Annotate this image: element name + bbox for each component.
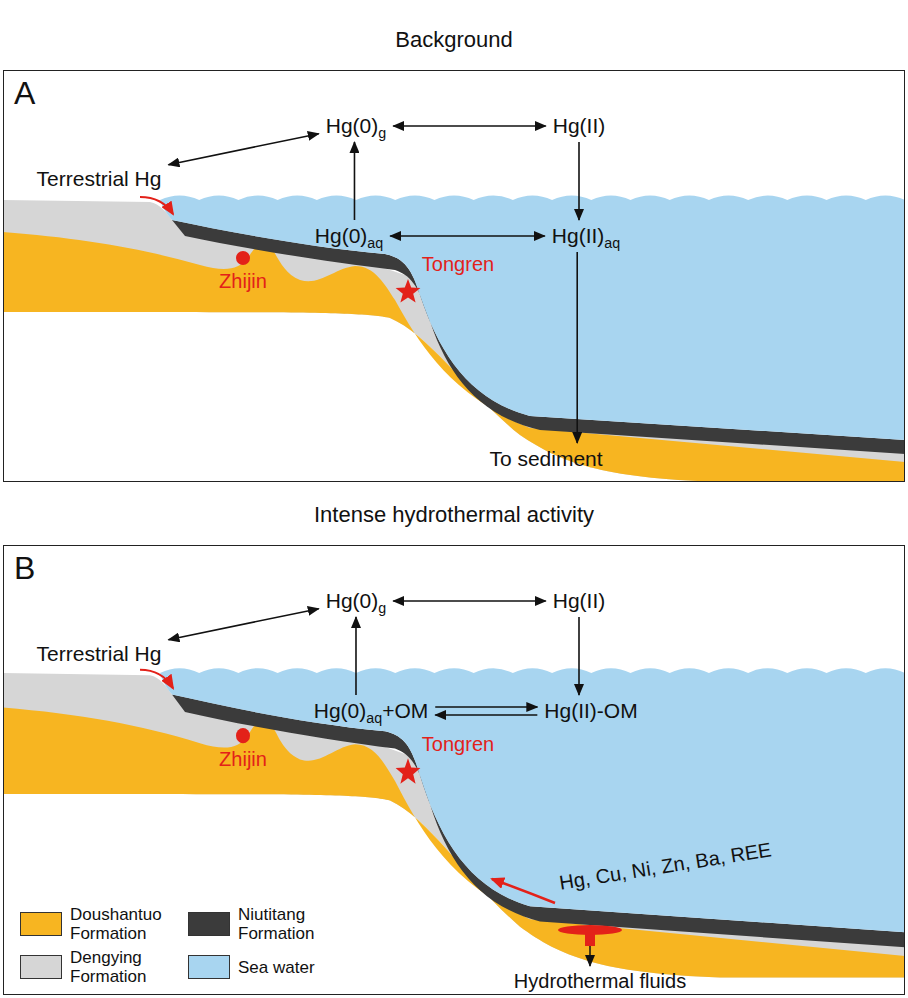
mercury-species-node: To sediment [486, 447, 605, 471]
mercury-species-node: Hg(II) [550, 114, 609, 138]
site-name: Zhijin [219, 270, 267, 292]
site-name: Zhijin [219, 748, 267, 770]
subscript: aq [367, 235, 383, 251]
panel-heading: Intense hydrothermal activity [4, 502, 904, 528]
diagram-panel: BackgroundAHg(0)gHg(II)Terrestrial HgHg(… [3, 70, 905, 482]
legend-swatch [20, 955, 62, 979]
equilibrium-half-arrow [435, 714, 537, 716]
hydrothermal-metal-arrow [492, 879, 555, 903]
connector-arrow [435, 707, 537, 715]
mercury-species-node: Hg(0)g [323, 589, 389, 613]
panel-letter: A [14, 75, 35, 111]
legend-text: Niutitang Formation [238, 905, 358, 943]
panel-letter: B [14, 550, 35, 586]
species-label: Terrestrial Hg [37, 167, 162, 190]
species-label: Hg(II)aq [552, 224, 620, 247]
connector-arrow [168, 134, 318, 165]
panel-a-section [3, 196, 905, 483]
legend-text: Sea water [238, 958, 358, 977]
mercury-species-node: Terrestrial Hg [34, 642, 165, 666]
equilibrium-half-arrow [435, 706, 537, 708]
connector-line [168, 609, 318, 640]
species-label: Hg(II)-OM [544, 699, 637, 722]
legend-text: Doushantuo Formation [70, 905, 190, 943]
species-label: Hg(0)g [326, 114, 386, 137]
connector-arrow [579, 142, 580, 220]
connector-arrow [393, 126, 546, 127]
hydrothermal-vent-stem [585, 930, 595, 946]
connector-line [393, 600, 546, 602]
species-label: Hg(II) [553, 114, 606, 137]
connector-line [390, 235, 545, 237]
site-name: Tongren [422, 253, 494, 275]
element-list: Hg, Cu, Ni, Zn, Ba, REE [557, 838, 772, 893]
connector-line [576, 252, 578, 443]
connector-line [578, 142, 580, 220]
legend-swatch [188, 955, 230, 979]
legend-swatch [188, 912, 230, 936]
connector-arrow [393, 601, 546, 602]
species-label: Hg(0)g [326, 589, 386, 612]
fluid-label: Hydrothermal fluids [514, 970, 686, 992]
subscript: g [378, 125, 386, 141]
subscript: aq [366, 710, 382, 726]
connector-arrow [390, 236, 545, 237]
mercury-species-node: Hg(II)-OM [541, 699, 640, 723]
fluid-arrow [589, 946, 591, 966]
subscript: aq [604, 235, 620, 251]
mercury-species-node: Hg(0)aq [312, 224, 386, 248]
site-name: Tongren [422, 733, 494, 755]
mercury-species-node: Hg(II) [550, 589, 609, 613]
species-label: Hg(II) [553, 589, 606, 612]
connector-line [393, 125, 546, 127]
mercury-species-node: Terrestrial Hg [34, 167, 165, 191]
subscript: g [378, 600, 386, 616]
species-label: Terrestrial Hg [37, 642, 162, 665]
connector-line [168, 134, 318, 165]
panel-b-section [3, 668, 905, 977]
panel-heading: Background [4, 27, 904, 53]
connector-arrow [577, 252, 578, 443]
mercury-species-node: Hg(0)aq+OM [311, 699, 431, 723]
species-label: Hg(0)aq+OM [314, 699, 428, 722]
connector-arrow [354, 142, 355, 220]
connector-line [578, 617, 580, 695]
connector-line [354, 142, 356, 220]
connector-arrow [168, 609, 318, 640]
mercury-species-node: Hg(0)g [323, 114, 389, 138]
connector-arrow [579, 617, 580, 695]
connector-line [355, 617, 357, 695]
legend-swatch [20, 912, 62, 936]
species-label: To sediment [489, 447, 602, 470]
mercury-species-node: Hg(II)aq [549, 224, 623, 248]
connector-arrow [355, 617, 356, 695]
legend-text: Dengying Formation [70, 948, 190, 986]
species-label: Hg(0)aq [315, 224, 383, 247]
